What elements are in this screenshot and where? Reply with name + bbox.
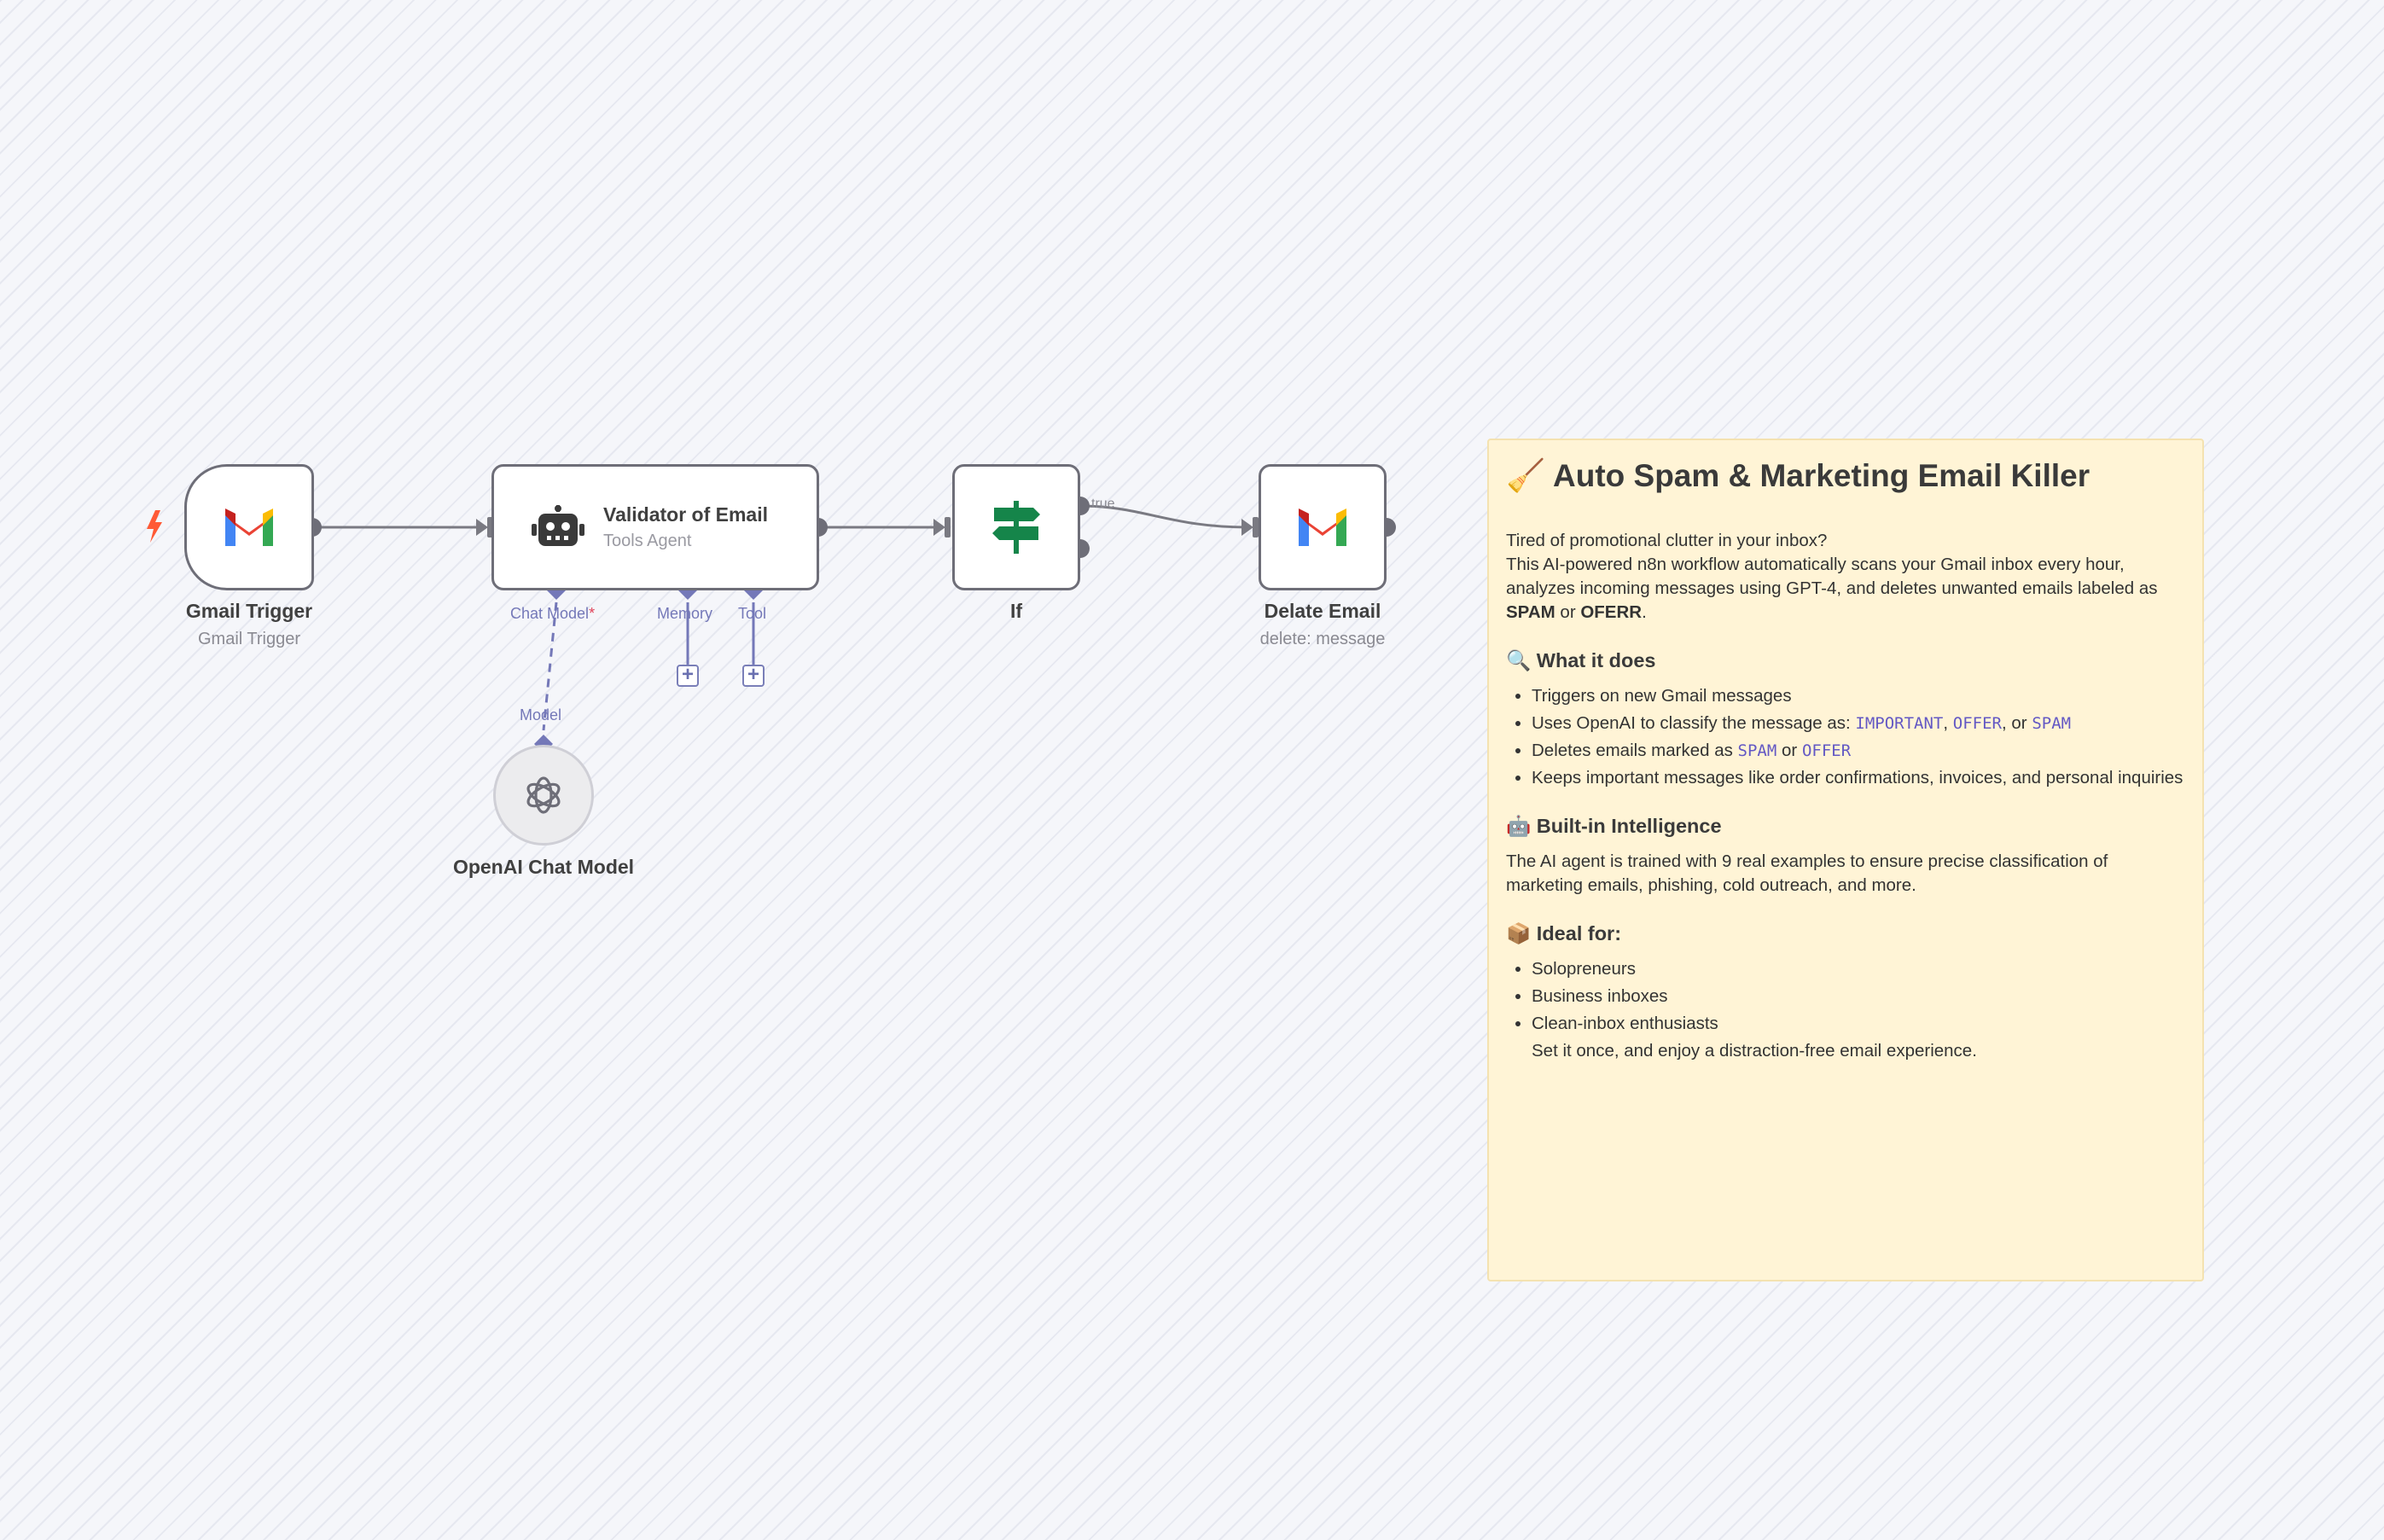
arrow-head: [933, 519, 945, 536]
code-offer: OFFER: [1952, 714, 2002, 733]
input-handle: [1253, 517, 1259, 538]
list-item: Clean-inbox enthusiasts: [1532, 1012, 2185, 1036]
if-node[interactable]: [952, 464, 1080, 590]
gmail-icon: [225, 508, 273, 546]
intro-paragraph: This AI-powered n8n workflow automatical…: [1506, 553, 2185, 625]
add-tool-button[interactable]: +: [742, 665, 765, 687]
intro-end: .: [1642, 602, 1647, 622]
code-offer: OFFER: [1801, 741, 1852, 760]
list-item: Keeps important messages like order conf…: [1532, 766, 2185, 790]
openai-title: OpenAI Chat Model: [452, 856, 635, 878]
ideal-heading-text: Ideal for:: [1536, 922, 1622, 944]
intro-line1: Tired of promotional clutter in your inb…: [1506, 531, 1828, 550]
gmail-trigger-subtitle: Gmail Trigger: [197, 630, 301, 648]
validator-title: Validator of Email: [603, 503, 768, 526]
builtin-text: The AI agent is trained with 9 real exam…: [1506, 851, 2108, 895]
validator-subtitle: Tools Agent: [603, 532, 692, 550]
robot-icon: [532, 505, 584, 546]
memory-port-label: Memory: [657, 605, 713, 622]
sticky-note[interactable]: 🧹 Auto Spam & Marketing Email Killer Tir…: [1487, 439, 2204, 1281]
validator-agent-node[interactable]: Validator of Email Tools Agent: [491, 464, 819, 590]
delete-email-title: Delate Email: [1264, 600, 1381, 622]
separator: , or: [2001, 713, 2032, 733]
code-spam: SPAM: [2032, 714, 2072, 733]
ideal-list: Solopreneurs Business inboxes Clean-inbo…: [1506, 957, 2185, 1036]
input-handle: [945, 517, 951, 538]
closing-line: Set it once, and enjoy a distraction-fre…: [1532, 1041, 1977, 1061]
intro-or: or: [1555, 602, 1581, 622]
package-icon: 📦: [1506, 921, 1532, 945]
sticky-title-text: Auto Spam & Marketing Email Killer: [1553, 458, 2090, 493]
list-item: Business inboxes: [1532, 985, 2185, 1008]
required-mark: *: [589, 605, 596, 622]
code-important: IMPORTANT: [1855, 714, 1944, 733]
builtin-heading-text: Built-in Intelligence: [1536, 815, 1722, 837]
builtin-heading: 🤖 Built-in Intelligence: [1506, 814, 2185, 838]
chat-model-port-label: Chat Model*: [510, 605, 595, 623]
add-memory-button[interactable]: +: [677, 665, 699, 687]
gmail-trigger-title: Gmail Trigger: [185, 600, 313, 622]
tool-port-label: Tool: [738, 605, 767, 622]
connection-if-true-to-delete: [1079, 504, 1249, 529]
ideal-heading: 📦 Ideal for:: [1506, 921, 2185, 945]
openai-icon: [526, 776, 561, 814]
list-item: Deletes emails marked as SPAM or OFFER: [1532, 739, 2185, 763]
separator: ,: [1943, 713, 1953, 733]
delete-email-subtitle: delete: message: [1259, 630, 1386, 648]
code-spam: SPAM: [1737, 741, 1777, 760]
magnifier-icon: 🔍: [1506, 648, 1532, 672]
chat-model-label: Chat Model: [510, 605, 590, 622]
intro-text: This AI-powered n8n workflow automatical…: [1506, 555, 2158, 598]
what-heading-text: What it does: [1536, 649, 1656, 671]
item-text: Deletes emails marked as: [1532, 741, 1738, 760]
list-item: Uses OpenAI to classify the message as: …: [1532, 712, 2185, 735]
model-port-label: Model: [520, 706, 562, 724]
gmail-trigger-node[interactable]: [184, 464, 314, 590]
arrow-head: [476, 519, 488, 536]
sticky-title: 🧹 Auto Spam & Marketing Email Killer: [1506, 457, 2185, 495]
item-text: Uses OpenAI to classify the message as:: [1532, 713, 1856, 733]
openai-chat-model-node[interactable]: [493, 745, 594, 846]
list-item: Triggers on new Gmail messages: [1532, 684, 2185, 708]
gmail-icon: [1299, 508, 1346, 546]
broom-icon: 🧹: [1506, 457, 1546, 494]
lightning-bolt-icon: [147, 510, 162, 543]
arrow-head: [1241, 519, 1253, 536]
intro-oferr: OFERR: [1580, 602, 1643, 622]
what-it-does-heading: 🔍 What it does: [1506, 648, 2185, 672]
connection-model-to-agent: [542, 601, 558, 731]
intro-spam: SPAM: [1506, 602, 1555, 622]
delete-email-node[interactable]: [1259, 464, 1387, 590]
robot-emoji-icon: 🤖: [1506, 814, 1532, 838]
signpost-icon: [992, 501, 1040, 554]
if-title: If: [1009, 600, 1023, 622]
list-item: Solopreneurs: [1532, 957, 2185, 981]
what-it-does-list: Triggers on new Gmail messages Uses Open…: [1506, 684, 2185, 790]
true-branch-label: true: [1091, 497, 1115, 511]
separator: or: [1776, 741, 1802, 760]
